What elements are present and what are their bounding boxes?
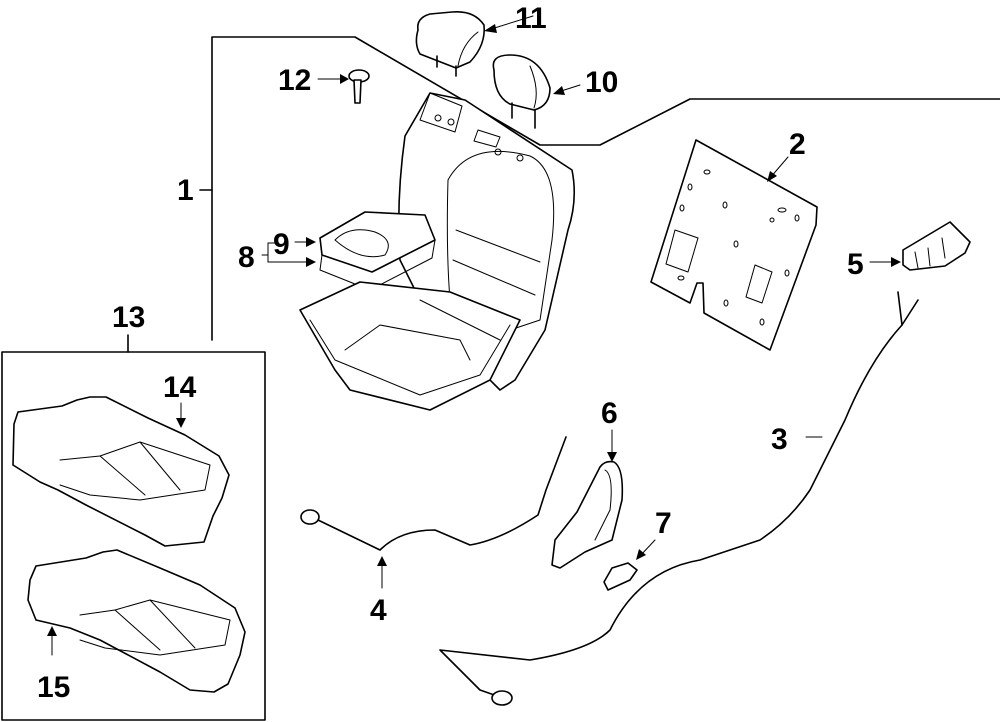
callout-14: 14 xyxy=(163,371,197,404)
bolt xyxy=(348,69,370,104)
callout-5: 5 xyxy=(847,248,864,281)
bracket xyxy=(902,221,971,271)
leader-lines xyxy=(47,15,901,656)
callout-6: 6 xyxy=(601,397,618,430)
handle-bezel xyxy=(603,562,638,591)
seat-cushion-upper xyxy=(12,396,230,547)
callout-1: 1 xyxy=(177,174,194,207)
seat-back-panel xyxy=(650,139,818,351)
headrest-right xyxy=(492,54,551,129)
group-bracket-1 xyxy=(211,36,1000,341)
callout-7: 7 xyxy=(655,507,672,540)
callout-11: 11 xyxy=(515,2,547,35)
callout-12: 12 xyxy=(278,64,311,97)
callout-15: 15 xyxy=(37,671,70,704)
callout-3: 3 xyxy=(771,423,788,456)
callout-10: 10 xyxy=(585,66,618,99)
callout-4: 4 xyxy=(370,594,387,627)
release-cable-short xyxy=(300,436,567,551)
release-cable-long xyxy=(439,291,919,706)
group-box-13 xyxy=(1,351,266,721)
release-handle xyxy=(551,460,624,569)
headrest-left xyxy=(415,10,486,77)
callout-13: 13 xyxy=(112,301,145,334)
callout-8: 8 xyxy=(238,241,255,274)
callout-9: 9 xyxy=(273,228,290,261)
callout-2: 2 xyxy=(789,128,806,161)
seat-cushion-lower xyxy=(27,549,246,693)
seat-assembly xyxy=(299,92,576,411)
